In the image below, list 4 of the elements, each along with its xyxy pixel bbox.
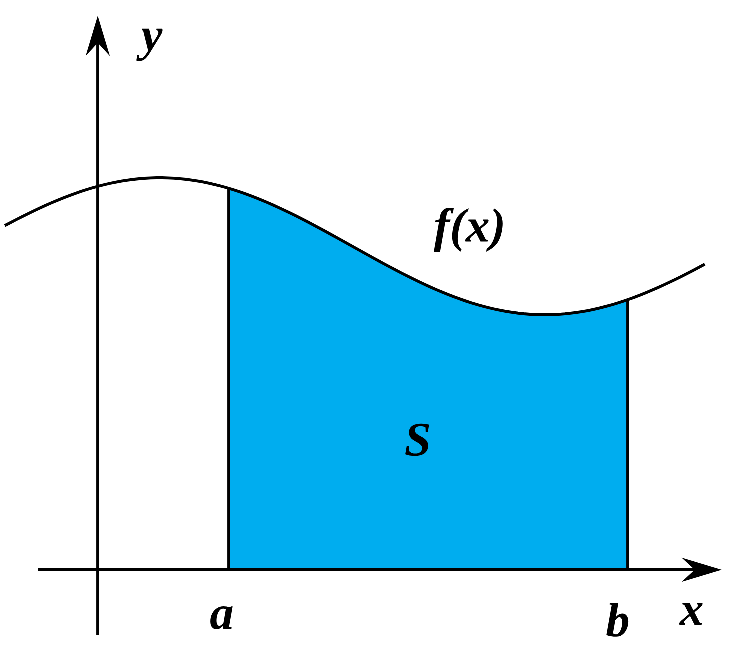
bound-label: a [210, 606, 233, 630]
function-label: f(x) [434, 208, 503, 252]
axis-label: y [136, 28, 163, 62]
axis-label: x [679, 603, 703, 625]
